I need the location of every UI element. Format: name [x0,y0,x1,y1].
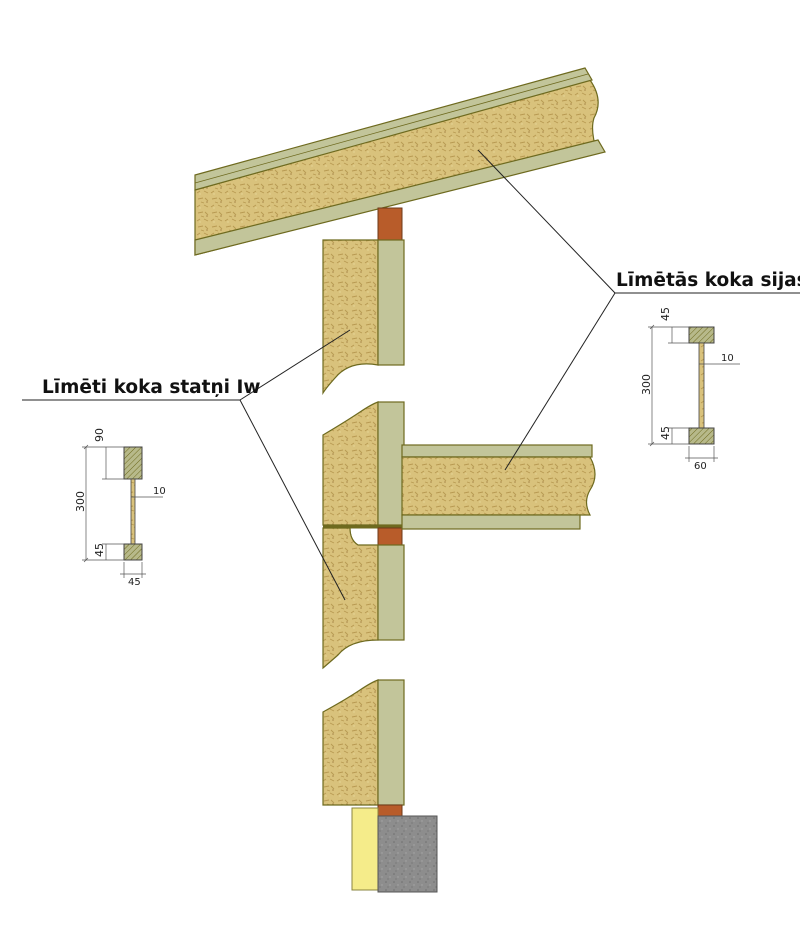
beam-top-flange [688,326,715,344]
beam-callout-label: Līmētās koka sijas I [616,270,800,291]
beam-dim-width: 60 [694,461,707,472]
beam-web [698,342,705,429]
stud-dim-flange-bottom: 45 [93,543,106,557]
stud-callout-label: Līmēti koka statņi Iw [42,377,260,398]
concrete-block [377,815,438,893]
stud-top-flange [123,446,143,480]
top-blocking [377,207,403,241]
beam-bottom-flange [688,427,715,445]
joist-blocking [377,527,403,547]
sill-plate [377,804,403,818]
stud-dim-height: 300 [74,491,87,512]
beam-dim-height: 300 [640,374,653,395]
stud-dim-web: 10 [153,486,166,497]
stud-callout: Līmēti koka statņi Iw [22,329,351,601]
beam-dim-flange-bottom: 45 [659,426,672,440]
beam-section-detail: 45 300 10 45 60 [640,307,740,472]
beam-dim-flange-top: 45 [659,307,672,321]
stud-web [130,478,136,545]
beam-dim-web: 10 [721,353,734,364]
beam-callout: Līmētās koka sijas I [477,149,800,471]
rafter-beam [194,67,606,256]
stud-segment-top [322,207,405,396]
foundation [351,807,438,893]
stud-dim-flange-top: 90 [93,428,106,442]
floor-joist [401,444,596,530]
stud-segment-middle [322,401,405,670]
stud-section-detail: 90 300 10 45 45 [74,428,166,588]
insulation-block [351,807,379,891]
stud-segment-bottom [322,679,405,818]
stud-bottom-flange [123,543,143,561]
stud-dim-width: 45 [128,577,141,588]
